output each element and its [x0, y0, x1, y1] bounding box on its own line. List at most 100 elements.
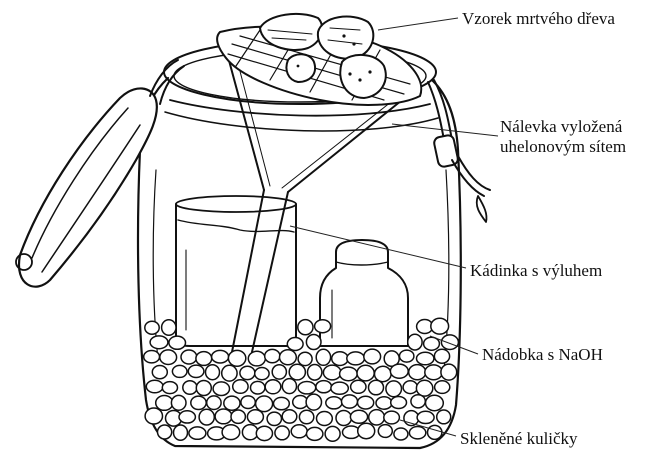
glass-bead [390, 364, 408, 378]
glass-bead [282, 410, 297, 423]
glass-bead [431, 318, 449, 334]
glass-bead [231, 410, 245, 423]
glass-bead [274, 397, 290, 409]
glass-bead [336, 411, 351, 426]
glass-bead [358, 423, 375, 438]
glass-bead [251, 381, 265, 394]
glass-bead [188, 365, 204, 377]
glass-bead [212, 350, 229, 363]
glass-bead [369, 380, 384, 395]
glass-bead [298, 382, 316, 394]
glass-bead [256, 396, 273, 412]
glass-bead [162, 320, 176, 336]
glass-bead [213, 382, 229, 396]
glass-bead [403, 381, 417, 394]
glass-bead [350, 410, 367, 423]
glass-bead [228, 350, 245, 366]
beaker [176, 196, 296, 346]
glass-bead [248, 351, 265, 366]
glass-bead [144, 351, 160, 363]
naoh-container [320, 240, 408, 346]
glass-bead [247, 410, 263, 424]
glass-bead [375, 366, 392, 381]
glass-bead [191, 396, 206, 409]
glass-bead [145, 408, 162, 424]
glass-bead [256, 426, 272, 440]
glass-bead [275, 426, 289, 440]
glass-bead [308, 365, 322, 381]
glass-bead [272, 365, 286, 379]
glass-bead [179, 411, 195, 423]
glass-bead [215, 409, 232, 424]
glass-bead [298, 352, 312, 365]
glass-bead [347, 352, 365, 365]
glass-bead [196, 381, 211, 396]
glass-bead [408, 334, 422, 350]
glass-bead [437, 410, 451, 424]
glass-bead [417, 411, 434, 423]
swing-lid [16, 60, 184, 287]
glass-bead [183, 381, 197, 395]
glass-bead [376, 397, 392, 409]
glass-bead [199, 409, 214, 425]
glass-bead [224, 396, 240, 410]
glass-bead [315, 320, 331, 333]
glass-bead [378, 425, 392, 438]
glass-bead [280, 350, 297, 365]
glass-bead [206, 365, 220, 380]
label-glass-beads: Skleněné kuličky [460, 429, 578, 448]
glass-bead [435, 381, 450, 394]
glass-bead [299, 410, 313, 424]
glass-bead [386, 381, 402, 397]
glass-bead [316, 381, 332, 393]
glass-bead [298, 320, 313, 335]
glass-bead [291, 425, 307, 438]
glass-bead [174, 425, 188, 440]
glass-bead [150, 336, 168, 349]
glass-bead [158, 425, 172, 439]
glass-bead [331, 382, 348, 394]
glass-bead [316, 349, 330, 365]
label-naoh-container: Nádobka s NaOH [482, 345, 603, 364]
glass-bead [287, 338, 303, 351]
glass-bead [416, 380, 432, 396]
glass-bead [233, 380, 248, 394]
glass-bead [357, 365, 374, 381]
glass-bead [181, 350, 197, 364]
glass-bead [189, 427, 206, 439]
glass-bead [394, 428, 408, 440]
glass-bead [207, 396, 221, 410]
glass-bead [417, 352, 434, 365]
glass-bead [306, 335, 321, 350]
glass-bead [317, 412, 333, 426]
glass-bead [332, 352, 348, 366]
glass-bead [384, 411, 400, 424]
glass-bead [340, 367, 358, 381]
glass-bead [267, 412, 281, 425]
glass-bead [255, 368, 269, 380]
glass-bead [156, 396, 173, 411]
glass-bead [391, 397, 407, 409]
glass-bead [172, 365, 187, 377]
glass-bead [241, 396, 255, 409]
glass-bead [428, 425, 442, 439]
glass-bead [160, 350, 177, 365]
glass-bead [240, 366, 255, 379]
glass-bead [171, 395, 186, 410]
glass-bead [196, 352, 212, 366]
glass-bead [325, 426, 340, 441]
glass-bead [307, 427, 323, 440]
glass-bead [145, 321, 159, 334]
glass-bead [306, 394, 321, 410]
glass-bead [364, 349, 381, 364]
glass-bead [326, 397, 342, 409]
glass-bead [289, 364, 305, 380]
glass-bead [441, 335, 458, 350]
label-funnel-line2: uhelonovým sítem [500, 137, 626, 156]
label-dead-wood-sample: Vzorek mrtvého dřeva [462, 9, 615, 28]
glass-bead [434, 349, 449, 363]
leader-funnel [392, 124, 498, 136]
label-funnel-line1: Nálevka vyložená [500, 117, 623, 136]
